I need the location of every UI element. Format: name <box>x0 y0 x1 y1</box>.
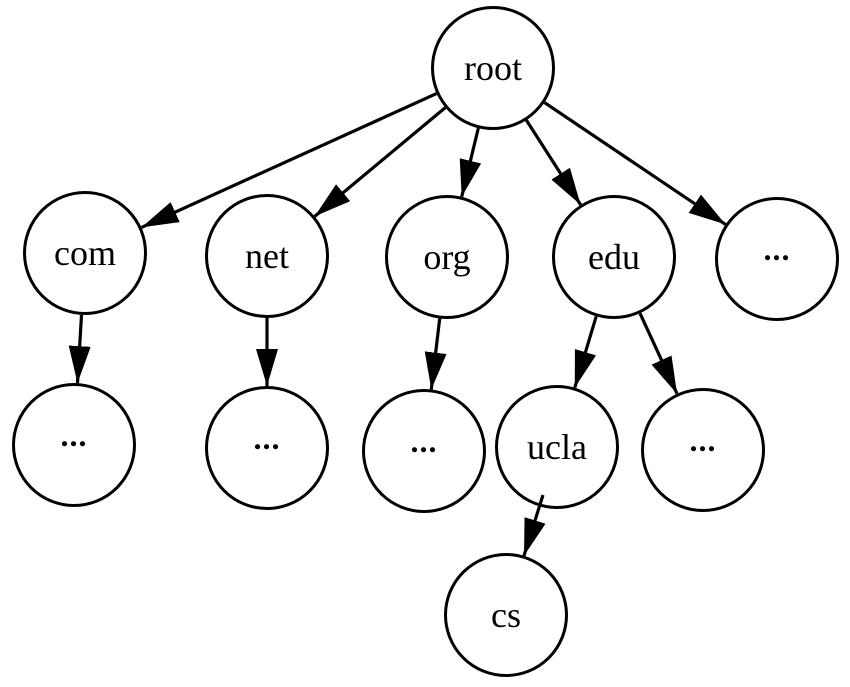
edge-edu-edu-more <box>638 312 679 395</box>
node-tld-more: ... <box>715 197 839 321</box>
edge-root-org <box>459 127 482 198</box>
node-edu-more: ... <box>641 388 765 512</box>
edge-root-tld-more <box>543 101 727 226</box>
node-ucla: ucla <box>495 385 619 509</box>
edge-com-com-more <box>68 314 91 384</box>
node-edu-label: edu <box>588 237 640 277</box>
node-com: com <box>23 191 147 315</box>
edge-root-com <box>140 92 438 229</box>
node-edu: edu <box>552 195 676 319</box>
edge-root-net <box>313 106 447 218</box>
node-net-more: ... <box>205 386 329 510</box>
node-tld-more-label: ... <box>763 231 791 267</box>
node-net: net <box>205 194 329 318</box>
node-org: org <box>385 195 509 319</box>
node-ucla-label: ucla <box>527 427 587 467</box>
node-cs: cs <box>444 553 568 677</box>
node-com-label: com <box>54 233 116 273</box>
node-org-more-label: ... <box>410 423 438 459</box>
node-com-more: ... <box>12 383 136 507</box>
node-net-label: net <box>245 236 289 276</box>
edge-org-org-more <box>424 318 447 390</box>
node-com-more-label: ... <box>60 417 88 453</box>
node-root-label: root <box>464 48 522 88</box>
node-org-more: ... <box>362 389 486 513</box>
node-edu-more-label: ... <box>689 422 717 458</box>
node-net-more-label: ... <box>253 420 281 456</box>
edge-edu-ucla <box>573 315 598 389</box>
node-org-label: org <box>423 237 471 277</box>
node-cs-label: cs <box>491 595 521 635</box>
node-root: root <box>431 6 555 130</box>
edge-root-edu <box>525 119 582 206</box>
